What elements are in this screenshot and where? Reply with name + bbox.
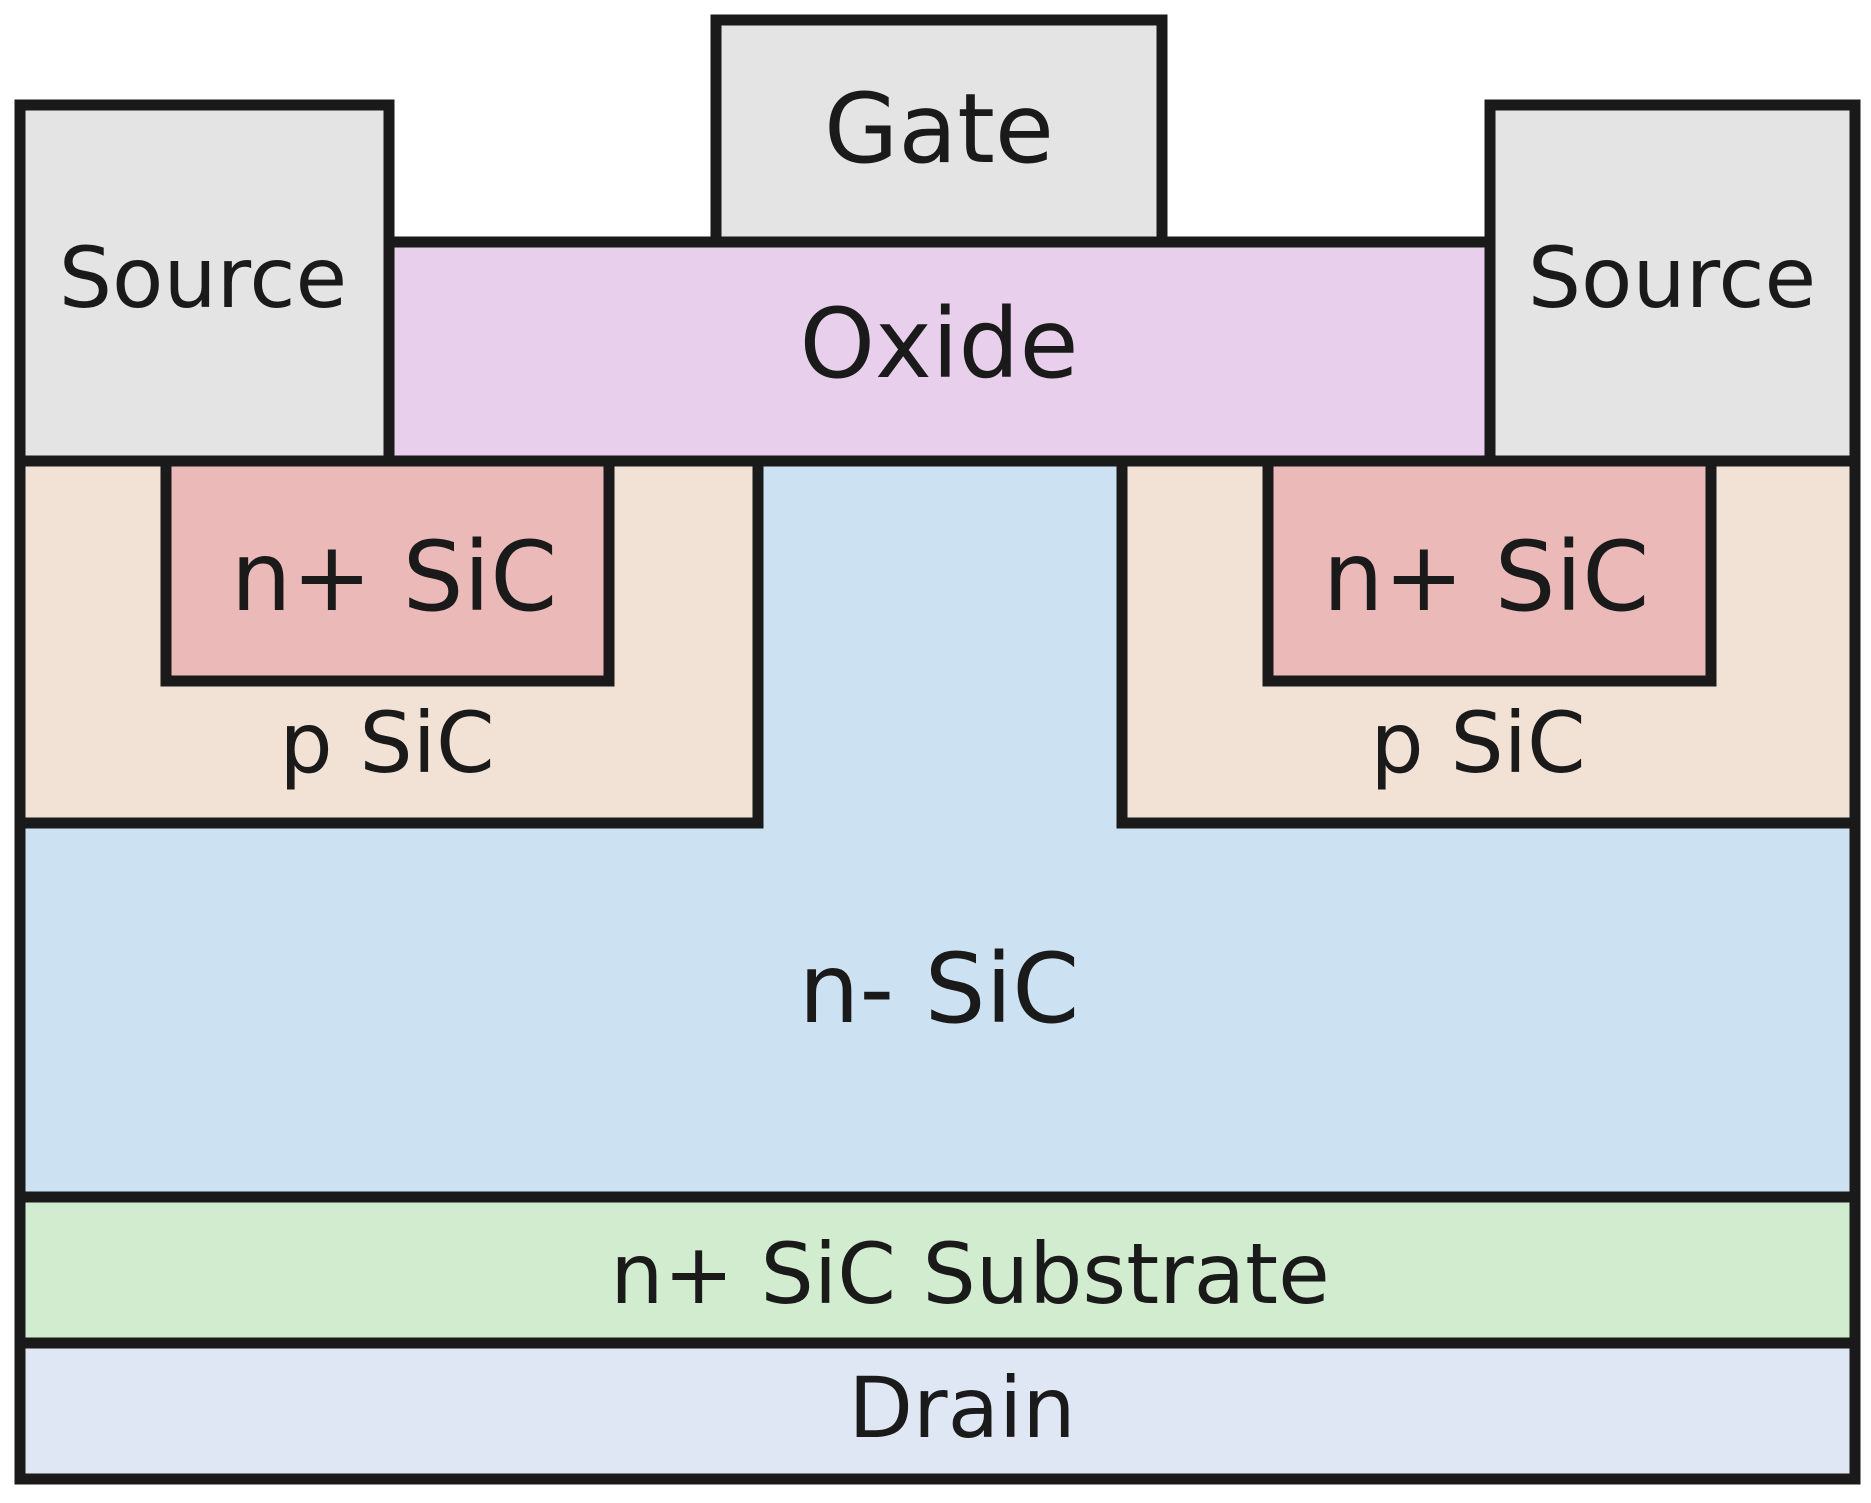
n-plus-label-left: n+ SiC bbox=[231, 521, 557, 633]
oxide-label: Oxide bbox=[799, 288, 1078, 400]
substrate-label: n+ SiC Substrate bbox=[610, 1225, 1330, 1323]
drain-label: Drain bbox=[848, 1359, 1075, 1457]
substrate-layer bbox=[14, 1191, 1861, 1349]
gate-label: Gate bbox=[824, 73, 1054, 185]
gate-contact bbox=[710, 14, 1168, 248]
source-label-right: Source bbox=[1528, 229, 1817, 327]
p-well-label-right: p SiC bbox=[1370, 694, 1585, 792]
n-plus-label-right: n+ SiC bbox=[1323, 521, 1649, 633]
gate-oxide bbox=[383, 236, 1496, 467]
n-plus-region-left bbox=[160, 455, 615, 687]
drift-label: n- SiC bbox=[799, 933, 1080, 1045]
p-well-label-left: p SiC bbox=[279, 694, 494, 792]
source-label-left: Source bbox=[59, 229, 348, 327]
n-plus-region-right bbox=[1262, 455, 1717, 687]
source-contact-left bbox=[14, 99, 395, 467]
drain-layer bbox=[14, 1337, 1861, 1485]
